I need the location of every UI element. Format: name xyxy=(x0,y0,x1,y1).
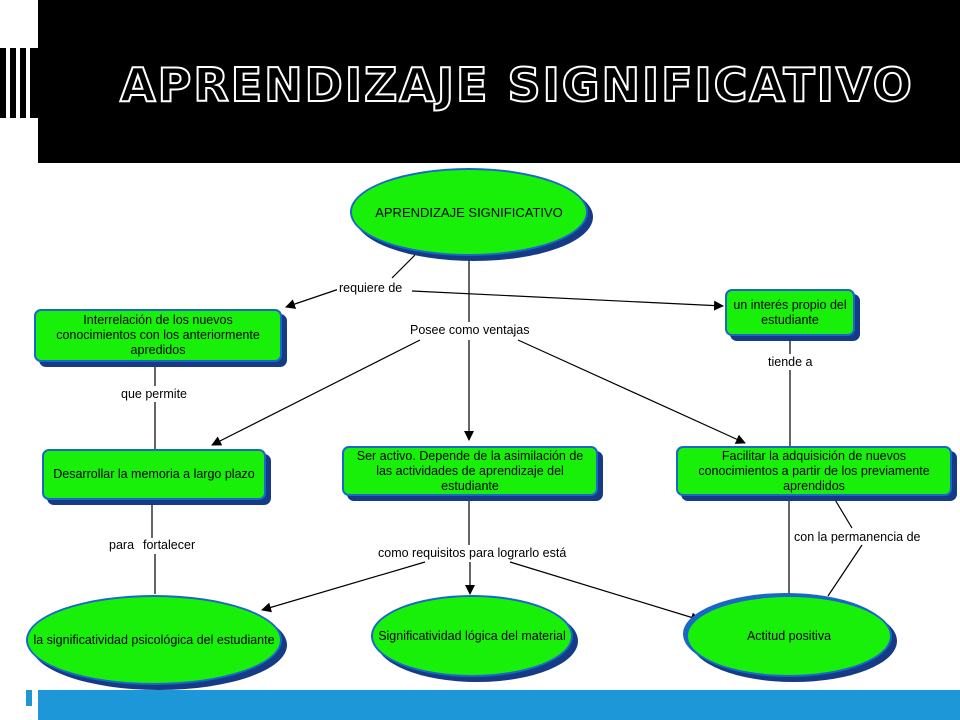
link-label-requisitos: como requisitos para lograrlo está xyxy=(376,546,569,560)
footer-bar xyxy=(38,690,960,720)
link-label-permite: que permite xyxy=(119,387,190,401)
link-label-requiere: requiere de xyxy=(337,281,405,295)
node-ser-activo: Ser activo. Depende de la asimilación de… xyxy=(342,446,598,496)
link-label-para: para xyxy=(107,538,137,552)
node-facilitar-adquisicion: Facilitar la adquisición de nuevos conoc… xyxy=(676,446,952,496)
node-interrelacion: Interrelación de los nuevos conocimiento… xyxy=(34,309,282,362)
slide-title: APRENDIZAJE SIGNIFICATIVO xyxy=(119,57,914,113)
link-label-permanencia: con la permanencia de xyxy=(792,530,923,544)
node-interes-propio: un interés propio del estudiante xyxy=(725,289,855,336)
footer-marker xyxy=(26,690,32,706)
title-bars-decoration xyxy=(0,0,40,163)
node-memoria-largo-plazo: Desarrollar la memoria a largo plazo xyxy=(42,449,266,500)
link-label-posee: Posee como ventajas xyxy=(408,323,532,337)
link-label-tiende: tiende a xyxy=(766,355,815,369)
link-label-fortalecer: fortalecer xyxy=(141,538,198,552)
node-significatividad-logica: Significatividad lógica del material xyxy=(371,595,573,677)
node-significatividad-psicologica: la significatividad psicológica del estu… xyxy=(26,595,282,685)
node-actitud-positiva: Actitud positiva xyxy=(686,595,892,677)
title-banner xyxy=(38,0,960,163)
node-aprendizaje-significativo: APRENDIZAJE SIGNIFICATIVO xyxy=(350,168,588,256)
